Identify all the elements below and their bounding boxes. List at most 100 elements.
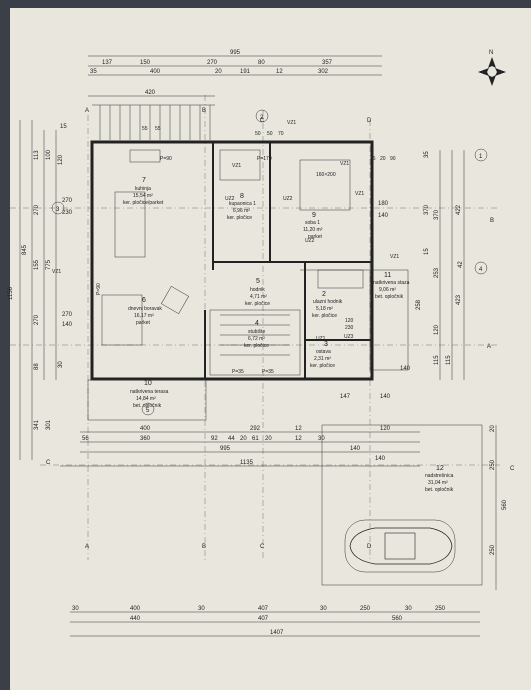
dim-right-c-4: 140 xyxy=(380,394,391,400)
tag-small-3: 50 xyxy=(267,131,273,137)
room-name-8: kupaonica 1 xyxy=(229,201,256,207)
axis-circled-2: 2 xyxy=(260,115,264,121)
dim-left-c-0: 15 xyxy=(60,124,67,130)
dim-total-top: 995 xyxy=(230,50,241,56)
room-num-9: 9 xyxy=(312,212,316,219)
dim-top-left-block: 420 xyxy=(145,90,156,96)
axis-bot-d: D xyxy=(367,544,372,550)
room-name-5: hodnik xyxy=(250,287,265,293)
room-name-10: natkrivena terasa xyxy=(130,389,169,395)
tag-pz-3: P=35 xyxy=(232,369,244,375)
dim-right-carport-3: 20 xyxy=(490,425,496,432)
room-labels: 7 kuhinja 15,54 m² ker. pločice/parket 8… xyxy=(123,177,454,493)
tag-small-5: 15 xyxy=(370,156,376,162)
bottom-dimensions: 400 292 12 120 360 92 44 20 61 20 12 30 … xyxy=(60,426,480,637)
room-num-7: 7 xyxy=(142,177,146,184)
dim-left-c-2: 270 xyxy=(62,198,73,204)
axis-circled-3: 3 xyxy=(56,207,60,213)
axis-markers: A B C D A B C D 2 1 3 4 5 A B C C xyxy=(46,108,515,550)
dim-bot-r1b-1: 92 xyxy=(211,436,218,442)
dim-bot-carport-0: 140 xyxy=(350,446,361,452)
room-area-6: 16,17 m² xyxy=(134,313,154,319)
room-floor-5: ker. pločice xyxy=(245,301,270,307)
room-area-5: 4,71 m² xyxy=(250,294,267,300)
left-dimensions: 1156 845 113 270 155 270 88 341 100 775 … xyxy=(8,120,73,460)
tag-stair-0: 120 xyxy=(345,318,354,324)
axis-circled-4: 4 xyxy=(479,267,483,273)
dim-foot2-1: 407 xyxy=(258,616,269,622)
tag-uz-0: UZ2 xyxy=(225,196,235,202)
dim-left-seg-1: 270 xyxy=(34,204,40,215)
room-num-10: 10 xyxy=(144,380,152,387)
section-a: A xyxy=(487,344,491,350)
room-name-11: natkrivena staza xyxy=(373,280,410,286)
tag-pz-1: P=170 xyxy=(257,156,272,162)
dim-foot2-2: 560 xyxy=(392,616,403,622)
axis-bot-a: A xyxy=(85,544,89,550)
dim-foot1-7: 250 xyxy=(435,606,446,612)
dim-left-seg-4: 88 xyxy=(34,363,40,370)
dim-right-c-2: 140 xyxy=(400,366,411,372)
tag-bed: 160×200 xyxy=(316,172,336,178)
dim-right-b-1: 370 xyxy=(424,204,430,215)
room-area-8: 6,96 m² xyxy=(233,208,250,214)
dim-left-b-1: 775 xyxy=(46,259,52,270)
dim-foot1-4: 30 xyxy=(320,606,327,612)
tag-uz-4: UZ3 xyxy=(344,334,354,340)
room-area-2: 5,18 m² xyxy=(316,306,333,312)
door-window-tags: P=90 P=170 P=90 P=35 P=35 VZ1 VZ1 VZ1 VZ… xyxy=(52,120,399,375)
tag-small-4: 70 xyxy=(278,131,284,137)
tag-vz-3: VZ1 xyxy=(232,163,241,169)
dim-foot1-6: 30 xyxy=(405,606,412,612)
tag-stair-1: 230 xyxy=(345,325,354,331)
room-area-3: 2,31 m² xyxy=(314,356,331,362)
room-area-10: 14,84 m² xyxy=(136,396,156,402)
room-num-6: 6 xyxy=(142,297,146,304)
axis-circled-5: 5 xyxy=(146,408,150,414)
dim-right-carport-0: 250 xyxy=(490,459,496,470)
dim-foot3: 1407 xyxy=(270,630,284,636)
dim-top-r3-0: 35 xyxy=(90,69,97,75)
section-b: B xyxy=(490,218,494,224)
tag-vz-2: VZ1 xyxy=(390,254,399,260)
dim-right-c-1: 140 xyxy=(378,213,389,219)
room-floor-6: parket xyxy=(136,320,151,326)
room-num-8: 8 xyxy=(240,193,244,200)
dim-bot-r1b-4: 61 xyxy=(252,436,259,442)
tag-uz-2: UZ2 xyxy=(305,238,315,244)
dim-left-seg-0: 113 xyxy=(34,150,40,160)
tag-pz-0: P=90 xyxy=(160,156,172,162)
dim-left-outer: 1156 xyxy=(8,286,14,300)
room-num-2: 2 xyxy=(322,291,326,298)
room-floor-10: bet. opločnik xyxy=(133,403,162,409)
dim-foot2-0: 440 xyxy=(130,616,141,622)
dim-left-b-2: 301 xyxy=(46,419,52,430)
dim-top-r3-3: 191 xyxy=(240,69,251,75)
car-icon xyxy=(349,527,453,565)
dim-bot-r2: 995 xyxy=(220,446,231,452)
dim-foot1-3: 407 xyxy=(258,606,269,612)
dim-bot-r1b-3: 20 xyxy=(240,436,247,442)
room-name-6: dnevni boravak xyxy=(128,306,162,312)
tag-vz-0: VZ1 xyxy=(287,120,296,126)
room-floor-11: bet. opločnik xyxy=(375,294,404,300)
tag-vz-1: VZ1 xyxy=(52,269,61,275)
dim-right-a-3: 423 xyxy=(456,294,462,305)
paper-sheet xyxy=(10,8,531,690)
room-floor-12: bet. opločnik xyxy=(425,487,454,493)
room-name-2: ulazni hodnik xyxy=(313,299,343,305)
dim-bot-r1-1: 292 xyxy=(250,426,261,432)
axis-top-b: B xyxy=(202,108,206,114)
top-dimensions: 995 137 150 270 80 357 35 400 20 191 12 … xyxy=(88,50,382,97)
dim-right-b-4: 258 xyxy=(416,299,422,310)
axis-top-a: A xyxy=(85,108,89,114)
axis-top-c: C xyxy=(260,118,265,124)
room-name-7: kuhinja xyxy=(135,186,151,192)
dim-top-r2-1: 150 xyxy=(140,60,151,66)
tag-pz-2: P=90 xyxy=(96,283,102,295)
dim-bot-r1-3: 120 xyxy=(380,426,391,432)
dim-right-a-5: 42 xyxy=(458,261,464,268)
axis-top-d: D xyxy=(367,118,372,124)
dim-bot-r1-2: 12 xyxy=(295,426,302,432)
dim-right-b-0: 35 xyxy=(424,151,430,158)
